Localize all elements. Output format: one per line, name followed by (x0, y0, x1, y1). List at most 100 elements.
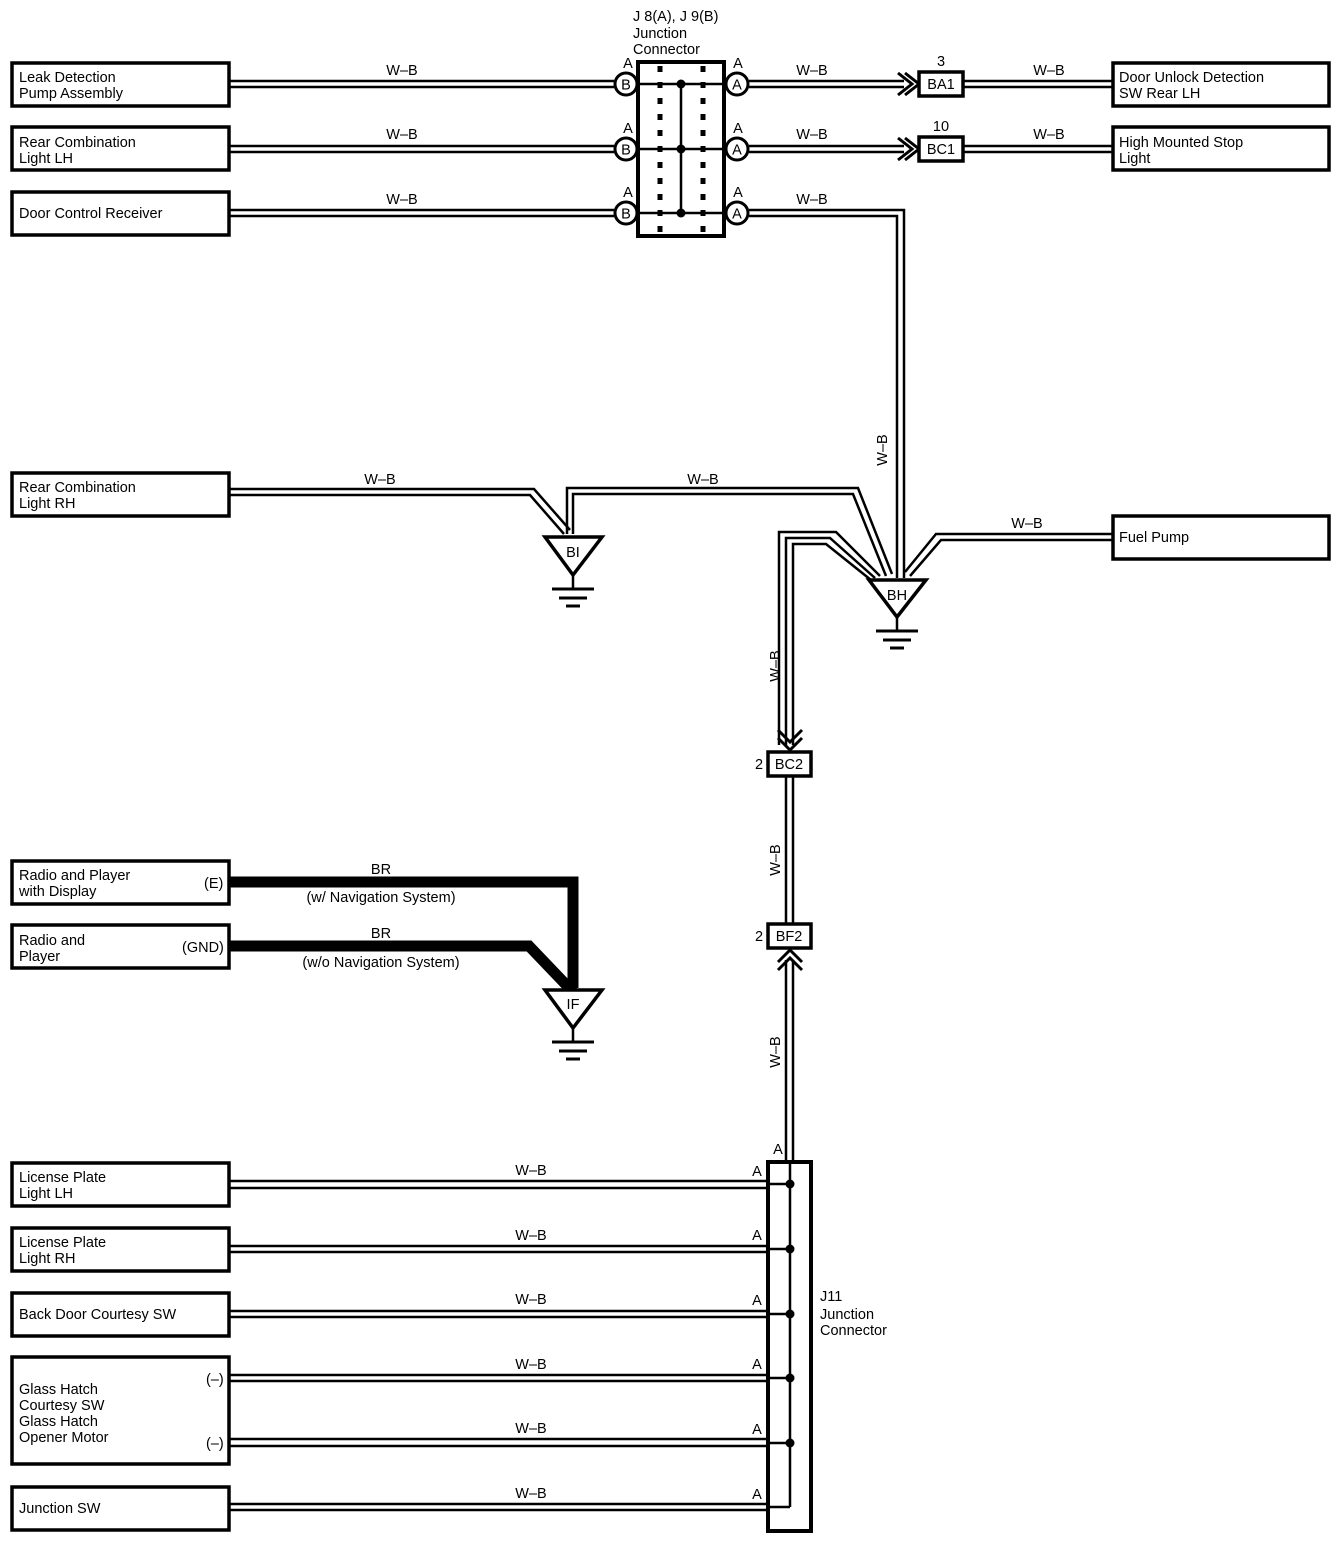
component-label: Rear Combination (19, 480, 136, 496)
component-label: SW Rear LH (1119, 86, 1200, 102)
junction-title: Connector (820, 1323, 887, 1339)
ground-label: BI (566, 545, 580, 561)
wire-color-label: W–B (386, 127, 417, 143)
component-label: Light LH (19, 1186, 73, 1202)
wire-color-label: BR (371, 926, 391, 942)
wire-license-rh-to-j11 (229, 1244, 768, 1254)
pin-b-left-1: B A (613, 56, 639, 97)
component-label: Light (1119, 151, 1150, 167)
connector-name: BF2 (776, 929, 803, 945)
pin-b-left-3: B A (613, 185, 639, 226)
wire-bi-to-bh (565, 486, 894, 577)
connector-name: BA1 (927, 77, 954, 93)
wire-color-label: W–B (515, 1421, 546, 1437)
wire-color-label: BR (371, 862, 391, 878)
component-label: Fuel Pump (1119, 530, 1189, 546)
wire-color-label: W–B (386, 63, 417, 79)
pin-a-right-2: A A (724, 121, 750, 162)
svg-text:A: A (623, 121, 633, 137)
component-label: Courtesy SW (19, 1398, 105, 1414)
component-radio-player-with-display: Radio and Player with Display (E) (10, 859, 231, 906)
component-label: License Plate (19, 1170, 106, 1186)
wire-rclh-to-j8 (229, 144, 614, 154)
component-label: with Display (18, 884, 97, 900)
component-rear-combination-light-lh: Rear Combination Light LH (10, 125, 231, 172)
junction-title: Connector (633, 42, 700, 58)
pin-b-left-2: B A (613, 121, 639, 162)
wire-j8-to-bc1 (749, 144, 904, 154)
pin-letter: A (752, 1164, 762, 1180)
connector-pin: 10 (933, 119, 949, 135)
svg-text:A: A (733, 185, 743, 201)
wire-color-label: W–B (768, 1036, 784, 1067)
wire-fuelpump-to-bh (904, 532, 1113, 577)
connector-bf2: BF2 2 (755, 922, 813, 972)
component-label: Opener Motor (19, 1430, 109, 1446)
component-label: Back Door Courtesy SW (19, 1307, 176, 1323)
connector-bc2: BC2 2 (755, 728, 813, 778)
pin-label: (–) (206, 1372, 224, 1388)
wire-color-label: W–B (515, 1163, 546, 1179)
pin-label: (GND) (182, 940, 224, 956)
component-label: Pump Assembly (19, 86, 124, 102)
component-label: Door Control Receiver (19, 206, 163, 222)
wire-color-label: W–B (687, 472, 718, 488)
svg-text:A: A (732, 78, 742, 94)
br-wires (229, 876, 579, 996)
component-label: Rear Combination (19, 135, 136, 151)
wire-junction-sw-to-j11 (229, 1502, 768, 1512)
ground-label: IF (567, 997, 580, 1013)
pin-letter: A (752, 1357, 762, 1373)
ground-bi: BI (541, 535, 606, 608)
component-high-mounted-stop-light: High Mounted Stop Light (1111, 125, 1331, 172)
pin-a-right-1: A A (724, 56, 750, 97)
component-door-unlock-detection-sw: Door Unlock Detection SW Rear LH (1111, 61, 1331, 108)
wire-labels: W–B W–B W–B W–B W–B W–B W–B W–B W–B W–B … (302, 63, 1064, 1502)
component-leak-detection-pump: Leak Detection Pump Assembly (10, 61, 231, 108)
wire-color-label: W–B (796, 63, 827, 79)
component-label: Light LH (19, 151, 73, 167)
component-label: Door Unlock Detection (1119, 70, 1264, 86)
svg-text:A: A (733, 121, 743, 137)
wire-color-label: W–B (1033, 127, 1064, 143)
pin-letter: A (752, 1487, 762, 1503)
wire-bh-to-bc2 (777, 530, 881, 745)
pin-a-right-3: A A (724, 185, 750, 226)
pin-letter: A (752, 1422, 762, 1438)
svg-text:A: A (732, 207, 742, 223)
wb-wires (229, 79, 1113, 1512)
component-label: License Plate (19, 1235, 106, 1251)
junction-title: Junction (633, 26, 687, 42)
pin-letter: A (752, 1293, 762, 1309)
connector-bc1: BC1 10 (897, 119, 965, 163)
wire-j8-to-ba1 (749, 79, 904, 89)
component-rear-combination-light-rh: Rear Combination Light RH (10, 471, 231, 518)
wire-glass-hatch1-to-j11 (229, 1373, 768, 1383)
wire-color-label: W–B (515, 1228, 546, 1244)
connector-pin: 2 (755, 929, 763, 945)
svg-text:A: A (623, 56, 633, 72)
connector-name: BC2 (775, 757, 803, 773)
component-label: Glass Hatch (19, 1414, 98, 1430)
connector-pin: 3 (937, 54, 945, 70)
wire-radio-display-to-if (229, 876, 579, 988)
component-glass-hatch: Glass Hatch Courtesy SW Glass Hatch Open… (10, 1355, 231, 1466)
ground-label: BH (887, 588, 907, 604)
svg-text:B: B (621, 78, 631, 94)
wire-bc2-to-bf2 (784, 775, 795, 924)
svg-text:A: A (623, 185, 633, 201)
ground-if: IF (541, 988, 606, 1061)
wire-bc1-to-hmsl (963, 144, 1113, 154)
wire-j8-to-bh (749, 208, 906, 578)
connector-ba1: BA1 3 (897, 54, 965, 98)
svg-text:B: B (621, 207, 631, 223)
component-label: Radio and (19, 933, 85, 949)
wire-color-label: W–B (768, 650, 784, 681)
wire-rcrh-to-bi (229, 487, 571, 535)
junction-connector-j11: J11 Junction Connector A A A A A A A (752, 1142, 887, 1533)
junction-title: J 8(A), J 9(B) (633, 9, 718, 25)
wire-color-label: W–B (875, 434, 891, 465)
wire-glass-hatch2-to-j11 (229, 1437, 768, 1448)
wire-color-label: W–B (1011, 516, 1042, 532)
wire-license-lh-to-j11 (229, 1179, 768, 1190)
